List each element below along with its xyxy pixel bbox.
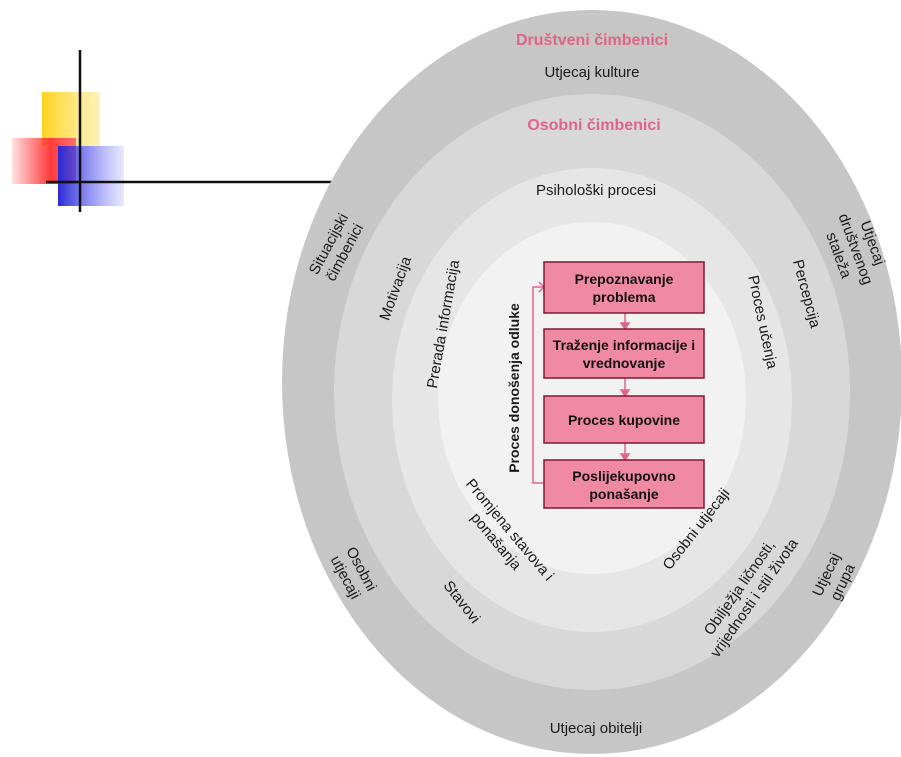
step-1-line2: problema <box>592 289 655 305</box>
outer-ring-title: Društveni čimbenici <box>516 32 668 49</box>
third-top-label: Psihološki procesi <box>536 182 656 199</box>
decorative-logo <box>12 50 335 212</box>
outer-bottom-label: Utjecaj obitelji <box>550 720 643 737</box>
decision-process-label: Proces donošenja odluke <box>506 303 522 473</box>
second-ring-title: Osobni čimbenici <box>527 117 660 134</box>
step-2-line1: Traženje informacije i <box>553 337 695 353</box>
step-box-4: Poslijekupovno ponašanje <box>543 459 705 509</box>
step-box-2: Traženje informacije i vrednovanje <box>543 328 705 379</box>
step-4-line1: Poslijekupovno <box>572 468 675 484</box>
step-arrows <box>619 313 631 462</box>
step-1-line1: Prepoznavanje <box>575 271 674 287</box>
step-2-line2: vrednovanje <box>583 355 666 371</box>
step-box-3: Proces kupovine <box>543 395 705 444</box>
step-3-label: Proces kupovine <box>568 412 680 428</box>
step-box-1: Prepoznavanje problema <box>543 261 705 314</box>
step-4-line2: ponašanje <box>589 486 658 502</box>
outer-top-label: Utjecaj kulture <box>544 64 639 81</box>
